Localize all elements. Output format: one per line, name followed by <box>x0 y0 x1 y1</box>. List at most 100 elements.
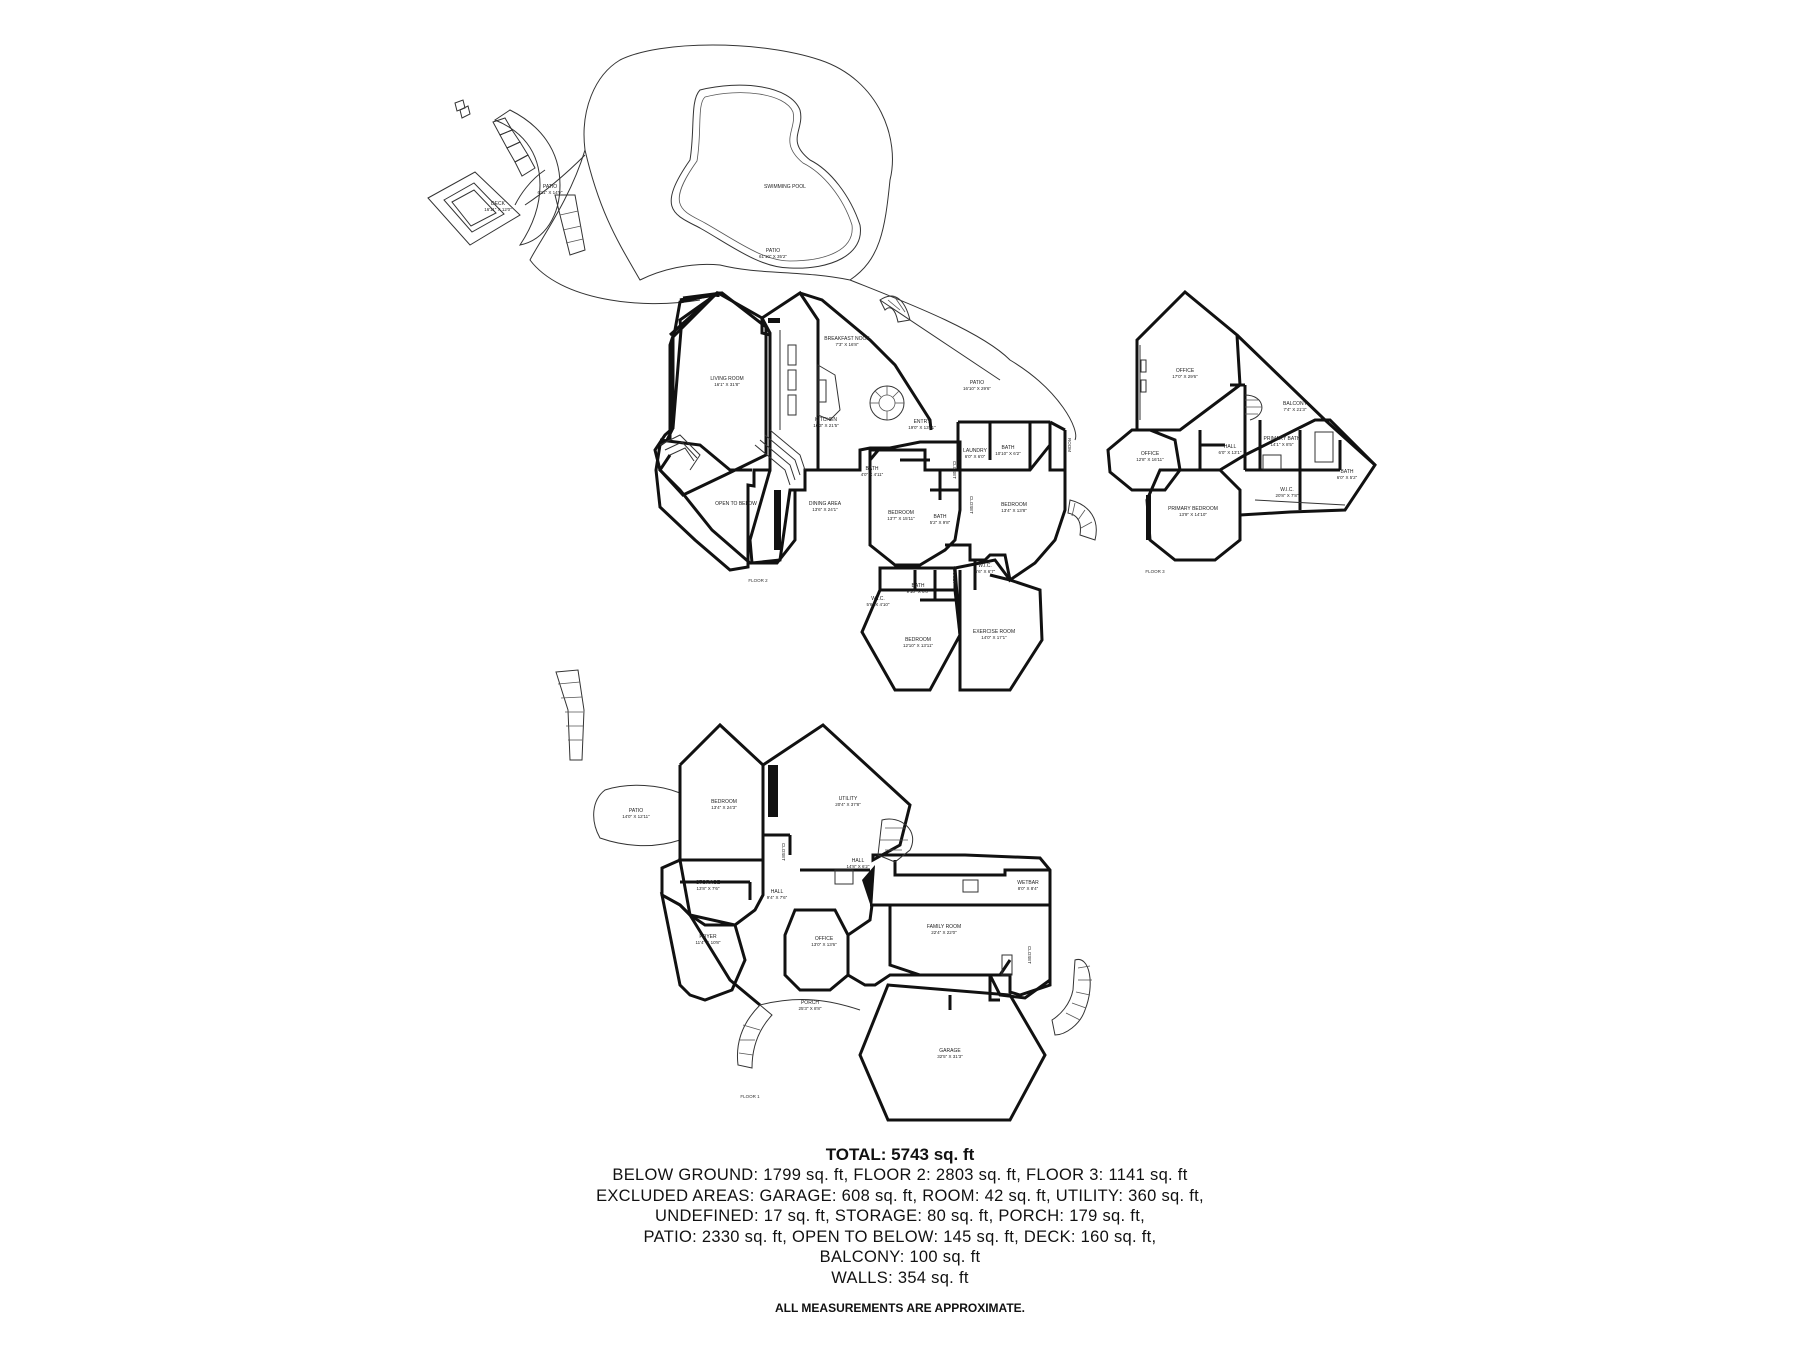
primary-bedroom-dim: 13'9" X 14'10" <box>1179 512 1207 517</box>
hall-f1b-dim: 9'4" X 7'6" <box>767 895 788 900</box>
patio-pool-label: PATIO <box>766 248 780 254</box>
floor-3-plan: OFFICE 17'0" X 29'6" BALCONY 7'4" X 21'3… <box>1106 289 1377 574</box>
floor-2-label: FLOOR 2 <box>748 578 768 583</box>
summary-line: EXCLUDED AREAS: GARAGE: 608 sq. ft, ROOM… <box>596 1186 1204 1205</box>
entry-label: ENTRY <box>914 419 932 425</box>
kitchen-dim: 16'3" X 21'5" <box>813 423 839 428</box>
office-f3b-dim: 12'8" X 16'11" <box>1136 457 1164 462</box>
hall-f1b-label: HALL <box>771 889 784 895</box>
bath-f2d-dim: 9'10" X 6'0" <box>907 589 930 594</box>
foyer-dim: 11'4" X 10'8" <box>695 940 720 945</box>
bath-f2d-label: BATH <box>912 583 925 589</box>
room-f2-label: ROOM <box>1067 438 1072 452</box>
closet-f1b-label: CLOSET <box>1027 946 1032 964</box>
outdoor-area: SWIMMING POOL PATIO 61'10" X 35'2" PATIO… <box>427 44 1077 441</box>
floor-1-plan: PATIO 14'0" X 12'11" CLOSET <box>555 669 1092 1122</box>
office-f3b-label: OFFICE <box>1141 451 1160 457</box>
wic-f3-dim: 20'8" X 7'8" <box>1276 493 1299 498</box>
office-f1-dim: 13'0" X 13'6" <box>811 942 837 947</box>
wic-f3-label: W.I.C. <box>1280 487 1294 493</box>
closet-f1-label: CLOSET <box>781 843 786 861</box>
floor-3-label: FLOOR 3 <box>1145 569 1165 574</box>
wic-f2b-dim: 5'6" X 4'10" <box>867 602 890 607</box>
area-summary: TOTAL: 5743 sq. ft BELOW GROUND: 1799 sq… <box>0 1145 1800 1288</box>
utility-dim: 20'4" X 37'8" <box>835 802 861 807</box>
utility-label: UTILITY <box>839 796 858 802</box>
floor-2-plan: LIVING ROOM 16'1" X 31'8" BREAKFAST NOOK… <box>653 290 1097 692</box>
total-area: TOTAL: 5743 sq. ft <box>825 1145 975 1164</box>
deck-dim: 16'11" X 12'0" <box>484 207 512 212</box>
bedroom-f1-dim: 13'4" X 24'3" <box>711 805 737 810</box>
wic-f2b-label: W.I.C. <box>871 596 885 602</box>
bedroom-f2a-dim: 13'7" X 15'11" <box>887 516 915 521</box>
bath-f2a-dim: 10'10" X 6'2" <box>995 451 1021 456</box>
living-dim: 16'1" X 31'8" <box>714 382 740 387</box>
storage-dim: 13'8" X 7'6" <box>697 886 720 891</box>
summary-line: BELOW GROUND: 1799 sq. ft, FLOOR 2: 2803… <box>612 1166 1188 1184</box>
bedroom-f2c-label: BEDROOM <box>905 637 931 643</box>
garage-dim: 32'5" X 31'3" <box>937 1054 963 1059</box>
patio-f1-label: PATIO <box>629 808 643 814</box>
primary-bedroom-label: PRIMARY BEDROOM <box>1168 506 1218 512</box>
living-label: LIVING ROOM <box>710 376 743 382</box>
patio-small-label: PATIO <box>543 184 557 190</box>
bath-f2c-dim: 5'2" X 9'8" <box>930 520 951 525</box>
primary-bath-dim: 14'1" X 8'5" <box>1271 442 1294 447</box>
dining-dim: 13'6" X 24'1" <box>812 507 838 512</box>
breakfast-label: BREAKFAST NOOK <box>824 336 870 342</box>
bedroom-f1-label: BEDROOM <box>711 799 737 805</box>
bedroom-f2a-label: BEDROOM <box>888 510 914 516</box>
wetbar-label: WETBAR <box>1017 880 1039 886</box>
porch-dim: 25'3" X 8'8" <box>799 1006 822 1011</box>
bedroom-f2b-dim: 13'4" X 13'8" <box>1001 508 1027 513</box>
porch-label: PORCH <box>801 1000 819 1006</box>
closet-f2c-label: CLOSET <box>952 566 957 584</box>
bath-f3-label: BATH <box>1341 469 1354 475</box>
bath-f3-dim: 6'0" X 5'2" <box>1337 475 1358 480</box>
hall-f3-dim: 6'0" X 13'1" <box>1219 450 1242 455</box>
exercise-label: EXERCISE ROOM <box>973 629 1015 635</box>
hall-f3-label: HALL <box>1224 444 1237 450</box>
closet-f2b-label: CLOSET <box>969 496 974 514</box>
hall-f1a-dim: 14'8" X 6'2" <box>847 864 870 869</box>
office-f3a-dim: 17'0" X 29'6" <box>1172 374 1198 379</box>
patio-side-dim: 16'10" X 29'6" <box>963 386 991 391</box>
patio-f1-dim: 14'0" X 12'11" <box>622 814 650 819</box>
exercise-dim: 14'0" X 17'1" <box>981 635 1007 640</box>
laundry-label: LAUNDRY <box>963 448 987 454</box>
summary-line: UNDEFINED: 17 sq. ft, STORAGE: 80 sq. ft… <box>655 1207 1145 1225</box>
disclaimer: ALL MEASUREMENTS ARE APPROXIMATE. <box>774 1301 1025 1315</box>
storage-label: STORAGE <box>696 880 721 886</box>
hall-f1a-label: HALL <box>852 858 865 864</box>
family-dim: 22'4" X 22'0" <box>931 930 957 935</box>
foyer-label: FOYER <box>699 934 717 940</box>
bath-f2b-label: BATH <box>866 466 879 472</box>
office-f3a-label: OFFICE <box>1176 368 1195 374</box>
closet-f2a-label: CLOSET <box>952 461 957 479</box>
laundry-dim: 6'0" X 6'0" <box>965 454 986 459</box>
bath-f2c-label: BATH <box>934 514 947 520</box>
patio-small-dim: 6'11" X 14'9" <box>537 190 562 195</box>
bath-f2a-label: BATH <box>1002 445 1015 451</box>
balcony-dim: 7'4" X 21'3" <box>1284 407 1307 412</box>
wic-f2a-label: W.I.C. <box>978 563 992 569</box>
pool-label: SWIMMING POOL <box>764 184 806 190</box>
patio-pool-dim: 61'10" X 35'2" <box>759 254 787 259</box>
deck-label: DECK <box>491 201 506 207</box>
office-f1-label: OFFICE <box>815 936 834 942</box>
breakfast-dim: 7'3" X 16'8" <box>836 342 859 347</box>
balcony-label: BALCONY <box>1283 401 1308 407</box>
entry-dim: 19'0" X 13'11" <box>908 425 936 430</box>
primary-bath-label: PRIMARY BATH <box>1264 436 1301 442</box>
garage-label: GARAGE <box>939 1048 961 1054</box>
wetbar-dim: 8'0" X 8'4" <box>1018 886 1039 891</box>
bedroom-f2c-dim: 12'10" X 13'11" <box>903 643 934 648</box>
dining-label: DINING AREA <box>809 501 842 507</box>
kitchen-label: KITCHEN <box>815 417 837 423</box>
summary-line: WALLS: 354 sq. ft <box>831 1268 969 1287</box>
wic-f2a-dim: 6'6" X 6'7" <box>975 569 996 574</box>
bath-f2b-dim: 4'0" X 4'11" <box>861 472 884 477</box>
patio-side-label: PATIO <box>970 380 984 386</box>
floor-1-label: FLOOR 1 <box>740 1094 760 1099</box>
